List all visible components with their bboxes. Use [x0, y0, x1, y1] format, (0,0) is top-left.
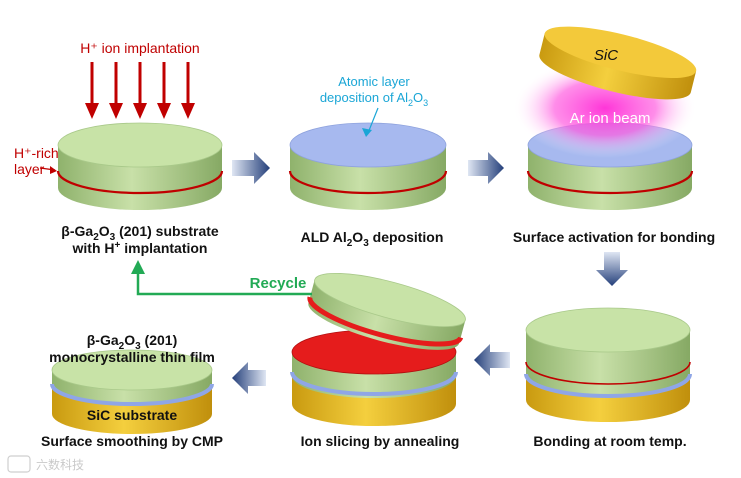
- step3-caption: Surface activation for bonding: [513, 229, 715, 245]
- step4-bonded-stack: [524, 307, 692, 422]
- process-arrow-3: [596, 252, 628, 286]
- step5-slicing: [290, 272, 466, 426]
- step5-caption: Ion slicing by annealing: [301, 433, 460, 449]
- recycle-arrow: [131, 260, 312, 296]
- process-arrow-4: [474, 344, 510, 376]
- process-arrow-5: [232, 362, 266, 394]
- watermark-text: 六数科技: [36, 457, 84, 472]
- process-arrow-2: [468, 152, 504, 184]
- step1-wafer: H⁺ ion implantation H⁺-rich layer: [14, 40, 224, 210]
- step2-wafer: [288, 122, 448, 210]
- step1-caption-2: with H+ implantation: [72, 240, 208, 256]
- sliced-wafer: [307, 272, 466, 350]
- process-arrow-1: [232, 152, 270, 184]
- step2-caption: ALD Al2O3 deposition: [301, 229, 444, 249]
- ald-label: Atomic layer: [338, 74, 410, 89]
- h-implant-label: H⁺ ion implantation: [80, 40, 199, 56]
- ar-beam-label: Ar ion beam: [570, 110, 651, 127]
- h-rich-label: H⁺-rich layer: [14, 145, 63, 177]
- ald-label-2: deposition of Al2O3: [320, 90, 428, 108]
- step1-caption: β-Ga2O3 (201) substrate: [61, 223, 219, 243]
- step6-final-stack: [50, 349, 214, 434]
- film-label-2: monocrystalline thin film: [49, 349, 215, 365]
- sic-substrate-label: SiC substrate: [87, 407, 177, 423]
- film-label: β-Ga2O3 (201): [87, 332, 177, 352]
- recycle-label: Recycle: [250, 275, 307, 292]
- step6-caption: Surface smoothing by CMP: [41, 433, 223, 449]
- sic-label: SiC: [594, 47, 618, 64]
- watermark: 六数科技: [7, 455, 84, 473]
- step4-caption: Bonding at room temp.: [533, 433, 686, 449]
- sic-top-wafer: [539, 26, 697, 100]
- h-implant-arrows: [85, 62, 195, 119]
- step3-wafer: SiC Ar ion beam: [513, 26, 697, 210]
